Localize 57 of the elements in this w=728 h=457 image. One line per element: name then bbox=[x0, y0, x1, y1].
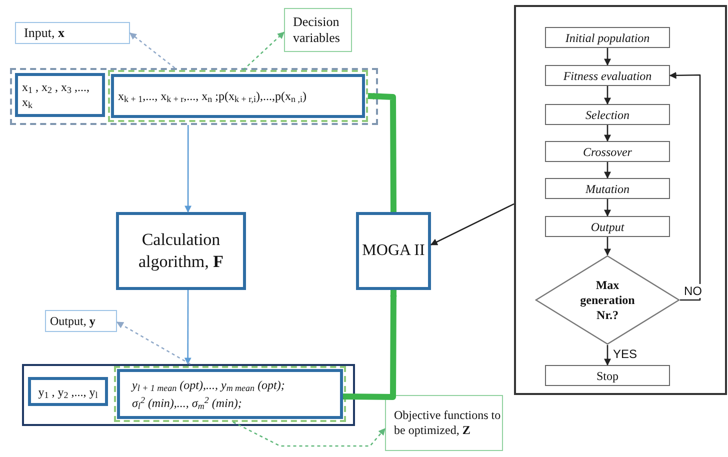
node-text: Fitness evaluation bbox=[563, 68, 652, 84]
node-text: σ$_{l}$$^{2}$ (min),..., σ$_{m}$$^{2}$ (min); bbox=[132, 394, 242, 412]
arrow bbox=[604, 162, 611, 179]
node-text: Initial population bbox=[565, 30, 650, 46]
leader-line bbox=[129, 32, 176, 69]
process-box bbox=[545, 365, 670, 386]
process-box bbox=[545, 141, 670, 162]
node-text: Mutation bbox=[586, 180, 630, 198]
input-label-box bbox=[15, 22, 130, 44]
output-group-frame bbox=[22, 364, 355, 426]
arrow bbox=[430, 203, 514, 246]
process-box bbox=[545, 178, 670, 199]
process-box bbox=[356, 212, 431, 290]
process-box bbox=[545, 216, 670, 237]
decision-variables-box bbox=[284, 8, 352, 52]
node-text: Stop bbox=[596, 368, 618, 384]
node-text: Input, x bbox=[24, 24, 64, 42]
node-text: Max generation Nr.? bbox=[579, 278, 636, 322]
node-text: MOGA II bbox=[362, 241, 425, 261]
process-box bbox=[545, 104, 670, 125]
node-text: x$_{1}$ , x$_{2}$ , x$_{3}$ ,..., x$_{k}$ bbox=[22, 80, 90, 110]
node-text: Decision variables bbox=[293, 14, 341, 46]
node-text: Output, y bbox=[50, 313, 96, 330]
output-label-box bbox=[45, 310, 117, 332]
arrow bbox=[604, 125, 611, 142]
leader-line bbox=[116, 322, 190, 365]
leader-line bbox=[242, 32, 285, 70]
arrow bbox=[184, 290, 192, 365]
node-text: Objective functions to be optimized, Z bbox=[394, 408, 502, 438]
edge-label: YES bbox=[612, 347, 638, 361]
input-group-frame bbox=[10, 68, 378, 125]
node-text: y$_{1}$ , y$_{2}$ ,..., y$_{l}$ bbox=[38, 384, 98, 400]
arrow bbox=[669, 72, 701, 301]
node-text: Calculation algorithm, F bbox=[138, 229, 224, 273]
process-box bbox=[545, 65, 670, 86]
arrow bbox=[604, 345, 611, 366]
node-text: Crossover bbox=[583, 144, 632, 160]
outputs-box bbox=[28, 377, 108, 406]
node-text: x$_{k + 1}$,..., x$_{k + r}$,..., x$_{n}$ ;p(x$_{k + r,i}$),...,p(x$_{n ,i}$) bbox=[118, 88, 306, 104]
arrow bbox=[184, 125, 192, 213]
thick-arrow bbox=[342, 289, 397, 400]
variables-box bbox=[15, 73, 105, 117]
node-text: Output bbox=[590, 218, 624, 236]
process-box bbox=[545, 27, 670, 48]
process-box bbox=[116, 212, 246, 290]
flowchart-frame bbox=[514, 5, 727, 395]
arrow bbox=[604, 237, 611, 256]
arrow bbox=[604, 48, 611, 66]
leader-line bbox=[232, 421, 386, 447]
node-text: y$_{l + 1 mean}$ (opt),..., y$_{m mean}$ (opt); bbox=[132, 377, 285, 394]
arrow bbox=[604, 199, 611, 217]
edge-label: NO bbox=[683, 284, 703, 298]
arrow bbox=[604, 86, 611, 105]
objective-functions-box bbox=[385, 395, 503, 451]
thick-arrow bbox=[367, 92, 396, 212]
node-text: Selection bbox=[586, 106, 630, 124]
decision-diamond bbox=[535, 255, 680, 345]
